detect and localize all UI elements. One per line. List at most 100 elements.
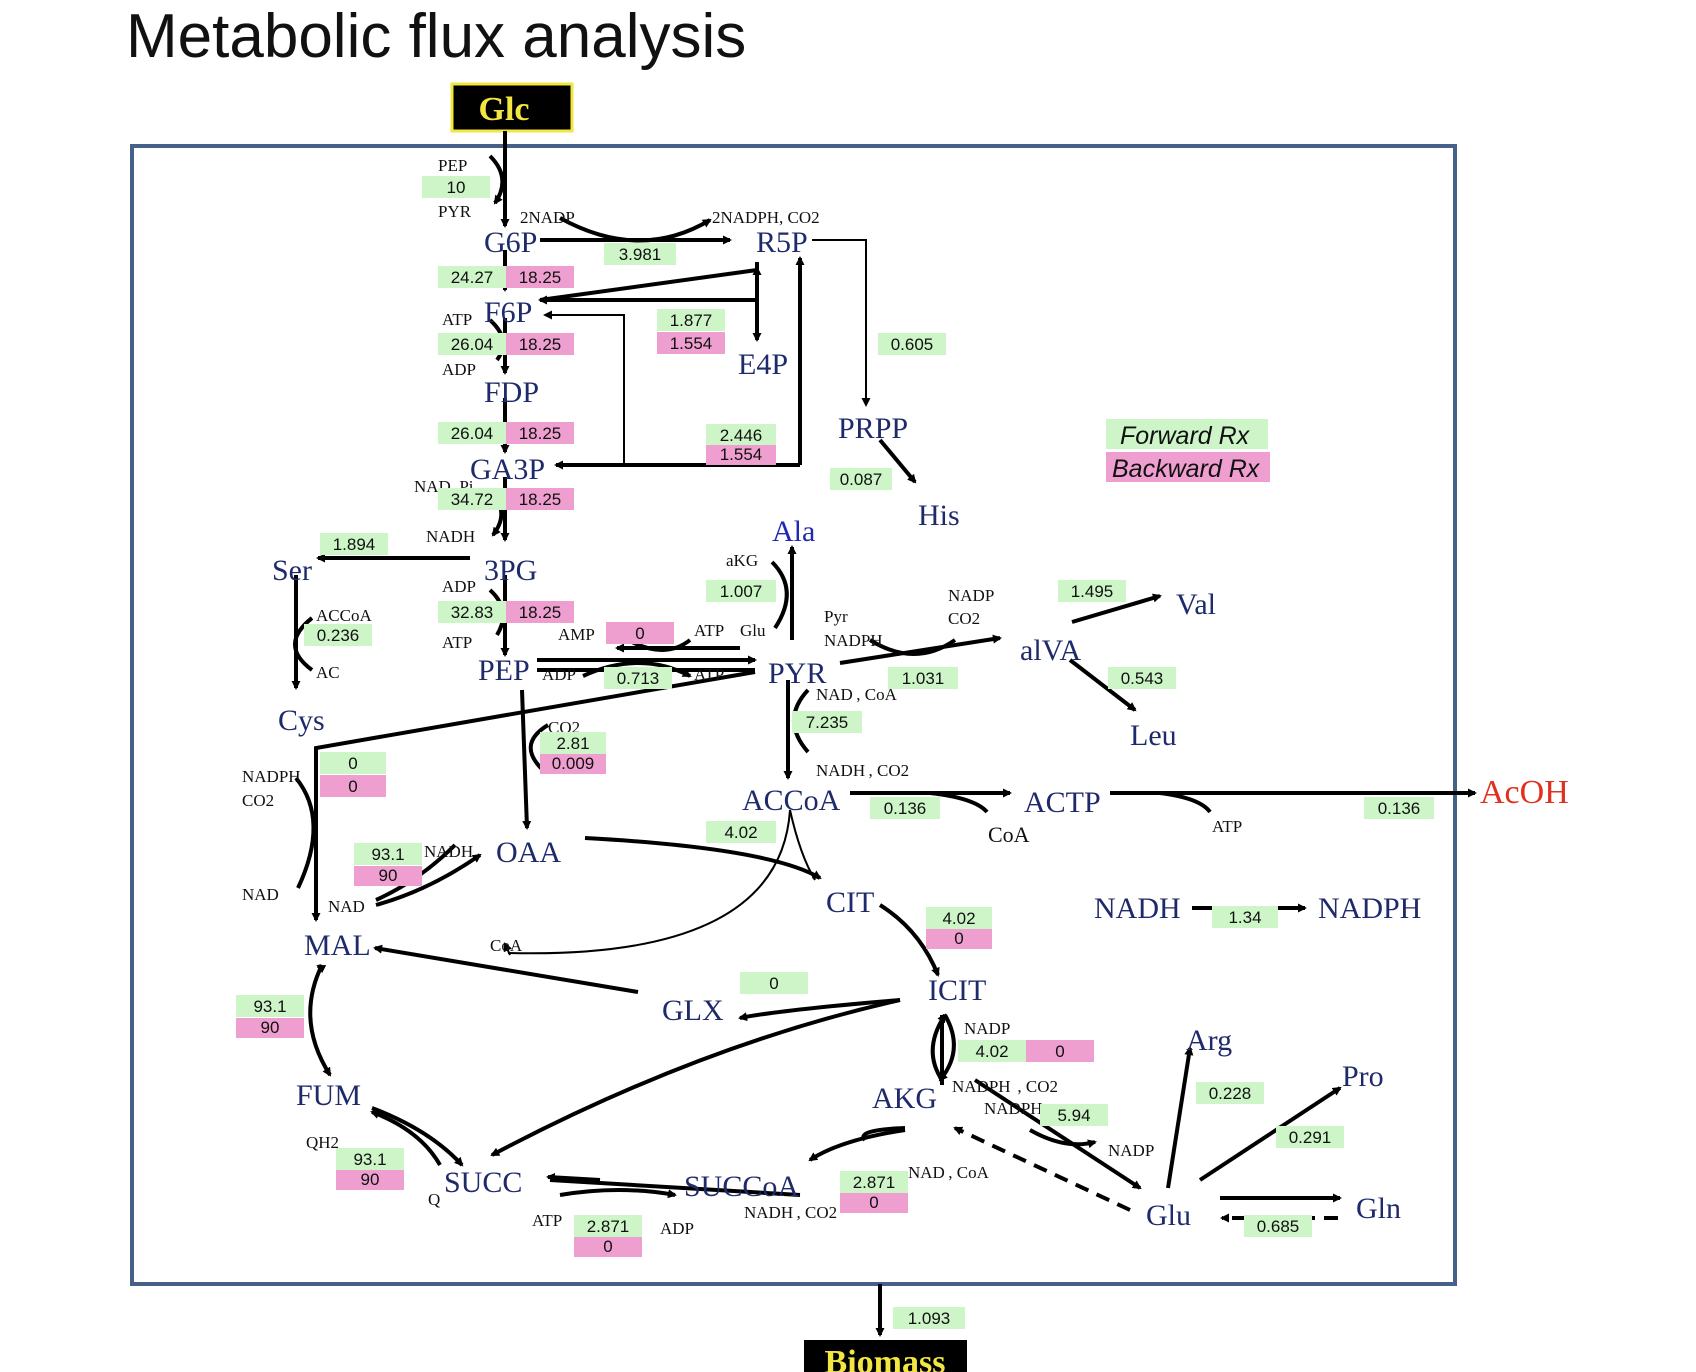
reaction-pta-cofactor-arc	[929, 791, 989, 814]
cofactor-nadh-mdh: NADH	[424, 842, 473, 861]
flux-fdp-ga3p-backward: 18.25	[506, 422, 574, 444]
cofactor-nadph-ilv: NADPH	[824, 631, 883, 650]
cofactor-coa-pta: CoA	[988, 822, 1030, 847]
flux-value: 18.25	[519, 603, 562, 622]
cofactor-q: Q	[428, 1190, 440, 1209]
product-acoh: AcOH	[1480, 774, 1569, 811]
flux-box	[336, 1170, 404, 1190]
flux-value: 10	[447, 178, 466, 197]
cofactor-nadph-me: NADPH	[242, 767, 301, 786]
flux-f6p-fdp-backward: 18.25	[506, 333, 574, 355]
reaction-alva-leu	[1068, 658, 1137, 712]
flux-pyr-ala-forward: 1.007	[706, 580, 776, 602]
cofactor-adp-pgk: ADP	[442, 577, 476, 596]
flux-cit-forward: 4.02	[706, 821, 776, 843]
flux-ga3p-3pg-forward: 34.72	[438, 488, 506, 510]
flux-tal-backward: 1.554	[706, 445, 776, 465]
cofactor-atp-pgk: ATP	[442, 633, 472, 652]
cofactor-pep: PEP	[438, 156, 467, 175]
flux-value: 5.94	[1057, 1106, 1090, 1125]
reaction-icl-glx	[738, 998, 901, 1022]
reaction-succ-fum	[370, 1110, 442, 1166]
flux-value: 0.543	[1121, 669, 1164, 688]
flux-box	[604, 243, 676, 265]
metabolite-fdp: FDP	[484, 376, 539, 409]
metabolite-r5p: R5P	[756, 226, 808, 259]
reaction-succ-succoa	[559, 1188, 677, 1199]
cofactor-atp-pps: ATP	[694, 621, 724, 640]
flux-value: 90	[361, 1170, 380, 1189]
flux-value: 0	[954, 929, 963, 948]
flux-pyk-forward: 0.713	[604, 667, 672, 689]
reaction-glu-akg	[953, 1126, 1131, 1212]
flux-box	[1212, 906, 1278, 928]
flux-value: 1.495	[1071, 582, 1114, 601]
flux-value: 0.228	[1209, 1084, 1252, 1103]
flux-value: 1.007	[720, 582, 763, 601]
flux-icl-forward: 0	[740, 972, 808, 994]
reaction-ack-cofactor-arc	[1159, 791, 1212, 814]
flux-value: 26.04	[451, 335, 494, 354]
flux-box	[438, 422, 506, 444]
flux-box	[574, 1237, 642, 1257]
flux-pyr-alva-forward: 1.031	[888, 667, 958, 689]
metabolite-ser: Ser	[272, 554, 312, 587]
flux-biomass-forward: 1.093	[893, 1307, 965, 1329]
cofactor-adp-sucd: ADP	[660, 1219, 694, 1238]
metabolite-glx: GLX	[662, 994, 724, 1027]
flux-box	[506, 422, 574, 444]
reaction-glx-mal	[373, 944, 639, 994]
flux-icd-backward: 0	[1026, 1040, 1094, 1062]
flux-sucd-forward: 2.871	[574, 1215, 642, 1237]
flux-pps-backward: 0	[606, 622, 674, 644]
metabolite-cit: CIT	[826, 886, 874, 919]
flux-sucd-backward: 0	[574, 1237, 642, 1257]
metabolite-actp: ACTP	[1024, 786, 1101, 819]
reaction-oaa-cit	[584, 836, 822, 880]
flux-acn-forward: 4.02	[926, 907, 992, 929]
flux-g6p-f6p-backward: 18.25	[506, 266, 574, 288]
flux-box	[320, 752, 386, 774]
flux-box	[840, 1171, 908, 1193]
metabolite-icit: ICIT	[928, 974, 986, 1007]
flux-box	[354, 866, 422, 886]
reaction-ser-cys-cofactor-arc	[293, 616, 314, 672]
flux-box	[438, 601, 506, 623]
flux-box	[706, 821, 776, 843]
flux-pdh-forward: 7.235	[792, 711, 862, 733]
metabolite-alva: alVA	[1020, 634, 1081, 667]
flux-fum-mal-forward: 93.1	[236, 995, 304, 1017]
flux-value: 4.02	[724, 823, 757, 842]
cell-boundary	[130, 144, 1457, 1286]
cofactor-atp-pfk: ATP	[442, 310, 472, 329]
flux-glu-gln-forward: 0.685	[1244, 1215, 1312, 1237]
flux-box	[574, 1215, 642, 1237]
cofactor-pyr: PYR	[438, 202, 472, 221]
page-title: Metabolic flux analysis	[126, 2, 746, 71]
reaction-ala-cofactor-arc	[770, 560, 789, 630]
metabolite-his: His	[918, 499, 960, 532]
flux-prpp-his-forward: 0.087	[830, 468, 892, 490]
flux-box	[1040, 1104, 1108, 1126]
flux-value: 2.871	[853, 1173, 896, 1192]
metabolite-glu: Glu	[1146, 1199, 1191, 1232]
metabolite-succoa: SUCCoA	[684, 1170, 799, 1203]
metabolite-akg: AKG	[872, 1082, 937, 1115]
reaction-tkt-line	[539, 268, 758, 302]
flux-value: 0	[869, 1193, 878, 1212]
flux-me-forward: 0	[320, 752, 386, 774]
reaction-accoa-cit	[789, 809, 816, 881]
cofactor-pyr-ilv: Pyr	[824, 607, 848, 626]
reaction-glu-arg	[1166, 1046, 1194, 1189]
flux-box	[1108, 667, 1176, 689]
legend-forward-swatch	[1106, 419, 1268, 449]
flux-box	[706, 424, 776, 446]
reaction-sucd-to-succ	[546, 1172, 601, 1182]
flux-actp-acoh-forward: 0.136	[1364, 797, 1434, 819]
flux-box	[870, 797, 940, 819]
cofactor-2nadp: 2NADP	[520, 208, 575, 227]
metabolite-gln: Gln	[1356, 1192, 1401, 1225]
cofactor-qh2: QH2	[306, 1133, 339, 1152]
legend-backward-swatch	[1106, 452, 1270, 482]
